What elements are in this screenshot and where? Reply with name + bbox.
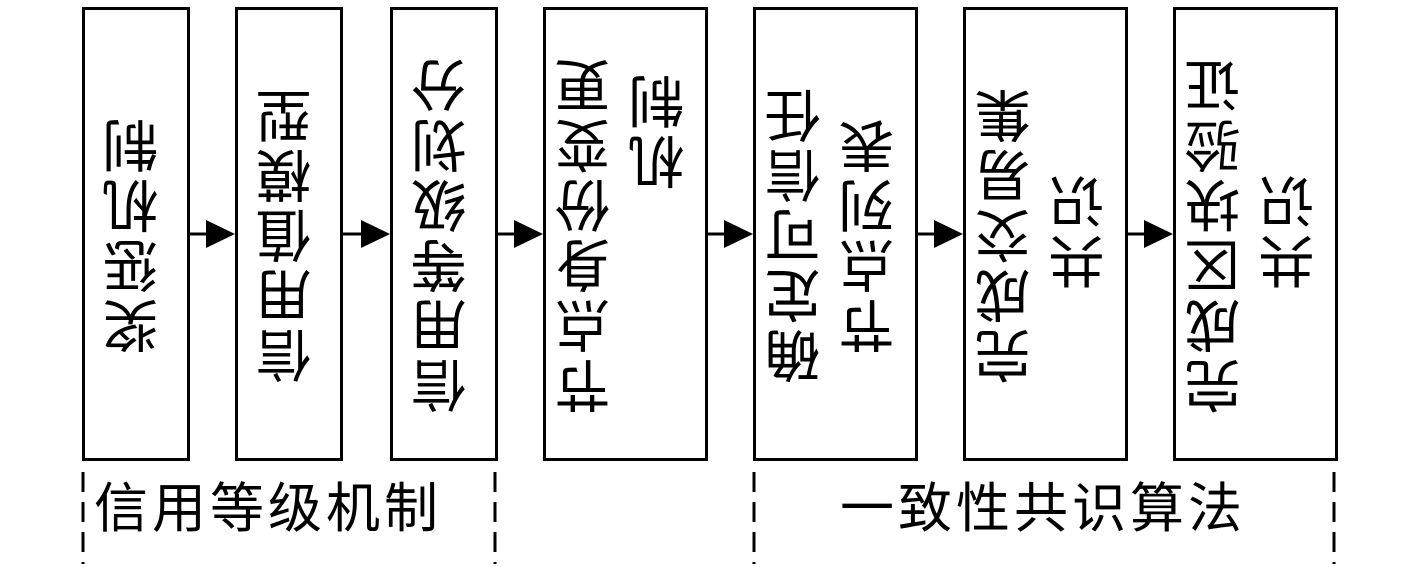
step-text-identity-change-a: 节点身份变更 — [555, 10, 620, 458]
step-line: 共识 — [1259, 170, 1324, 290]
flow-arrow-6 — [1128, 220, 1173, 248]
step-text-block-consensus-a: 完成区块验证 — [1185, 10, 1250, 458]
flow-arrow-5 — [918, 220, 963, 248]
step-text-trusted-list-b: 节点列表 — [839, 10, 904, 458]
step-text-identity-change-b: 机制 — [629, 10, 694, 458]
step-line: 节点列表 — [839, 114, 904, 354]
step-line: 节点身份变更 — [555, 54, 620, 414]
flow-arrow-3 — [498, 220, 543, 248]
step-line: 机制 — [629, 70, 694, 190]
step-box-identity-change: 节点身份变更 机制 — [543, 7, 708, 461]
flow-arrow-4 — [708, 220, 753, 248]
step-line: 信用等级划分 — [411, 54, 476, 414]
step-box-credit-model: 信用值模型 — [235, 7, 343, 461]
group-label-credit: 信用等级机制 — [94, 477, 442, 540]
group-divider-mid-right — [752, 472, 756, 564]
step-line: 完成区块验证 — [1185, 54, 1250, 414]
group-divider-right — [1332, 472, 1336, 564]
step-text-credit-level: 信用等级划分 — [411, 10, 476, 458]
group-divider-mid-left — [493, 472, 497, 564]
step-box-trusted-list: 确定可信任 节点列表 — [753, 7, 918, 461]
step-box-block-consensus: 完成区块验证 共识 — [1173, 7, 1338, 461]
step-box-tx-consensus: 完成交易集 共识 — [963, 7, 1128, 461]
step-text-tx-consensus-b: 共识 — [1049, 10, 1114, 458]
step-box-reward: 奖惩机制 — [82, 7, 190, 461]
step-text-trusted-list-a: 确定可信任 — [765, 10, 830, 458]
step-line: 共识 — [1049, 170, 1114, 290]
step-line: 完成交易集 — [975, 84, 1040, 384]
step-text-tx-consensus-a: 完成交易集 — [975, 10, 1040, 458]
group-label-consensus: 一致性共识算法 — [840, 477, 1246, 540]
step-line: 确定可信任 — [765, 84, 830, 384]
flow-arrow-2 — [343, 220, 390, 248]
step-text-credit-model: 信用值模型 — [256, 10, 321, 458]
group-divider-left — [81, 472, 85, 564]
step-line: 信用值模型 — [256, 84, 321, 384]
step-box-credit-level: 信用等级划分 — [390, 7, 498, 461]
step-line: 奖惩机制 — [103, 114, 168, 354]
flow-arrow-1 — [190, 220, 235, 248]
step-text-block-consensus-b: 共识 — [1259, 10, 1324, 458]
step-text-reward: 奖惩机制 — [103, 10, 168, 458]
